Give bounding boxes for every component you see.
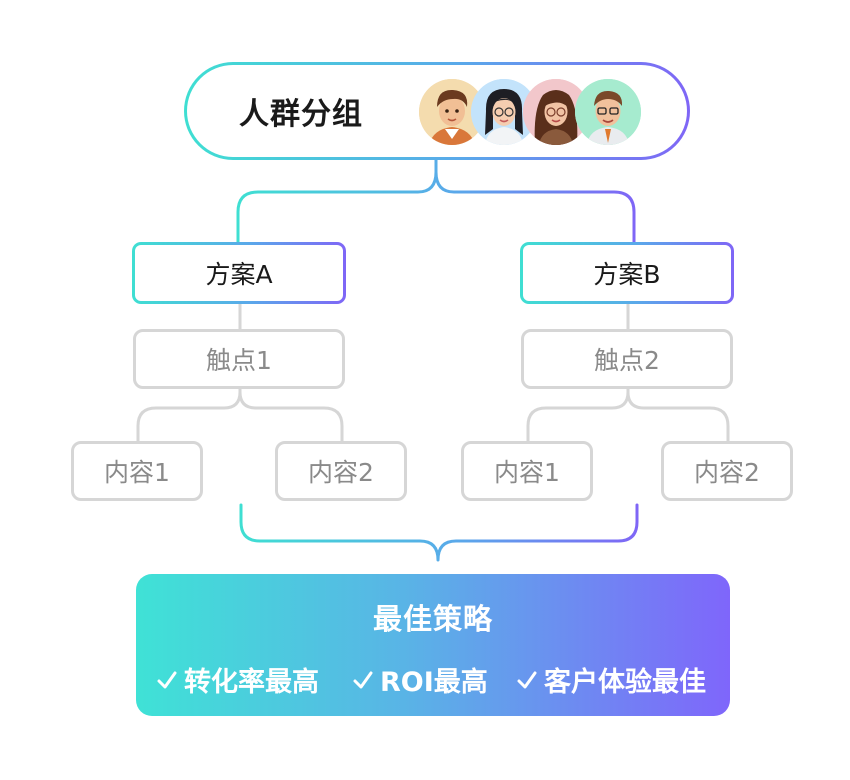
touch1-branch-line [136,389,344,442]
result-item-label: 转化率最高 [184,667,319,698]
check-icon [353,671,373,688]
result-item-roi: ROI最高 [352,660,488,699]
plan-a-content-2-box: 内容2 [275,441,407,501]
plan-a-box: 方案A [132,242,346,304]
bottom-bracket-line [239,503,639,562]
best-strategy-box: 最佳策略 转化率最高 ROI最高 客户体验最佳 [136,574,730,716]
plan-b-box: 方案B [520,242,734,304]
result-item-label: ROI最高 [380,667,488,698]
plan-b-content-2-box: 内容2 [661,441,793,501]
touch2-branch-line [526,389,730,442]
result-item-conversion: 转化率最高 [156,660,319,699]
audience-group-title: 人群分组 [239,97,363,132]
plan-b-label: 方案B [523,245,731,301]
avatar-woman-glasses [471,79,537,145]
audience-group-pill: 人群分组 [184,62,690,160]
touchpoint-2-box: 触点2 [521,329,733,389]
plan-a-content-1-box: 内容1 [71,441,203,501]
avatar-woman-long-hair [523,79,589,145]
plan-b-content-1-box: 内容1 [461,441,593,501]
result-item-experience: 客户体验最佳 [516,660,706,699]
result-item-label: 客户体验最佳 [544,667,706,698]
check-icon [517,671,537,688]
check-icon [157,671,177,688]
plan-a-label: 方案A [135,245,343,301]
top-bracket-line [236,158,636,245]
avatar-man-glasses [575,79,641,145]
touchpoint-1-box: 触点1 [133,329,345,389]
best-strategy-title: 最佳策略 [372,602,493,636]
